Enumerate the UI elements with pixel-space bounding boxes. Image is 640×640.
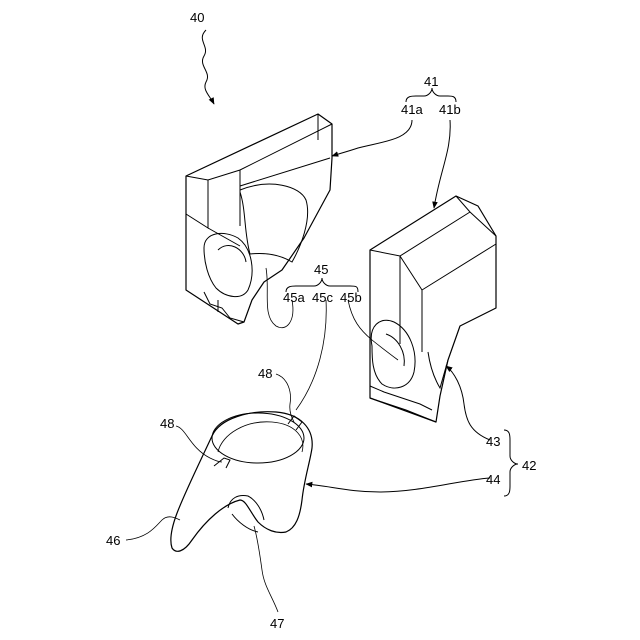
leader-45c bbox=[296, 300, 326, 410]
leader-40 bbox=[202, 30, 214, 104]
label-40: 40 bbox=[190, 10, 204, 25]
label-45c: 45c bbox=[312, 290, 333, 305]
leader-41b bbox=[434, 120, 450, 208]
label-41a: 41a bbox=[401, 102, 423, 117]
label-47: 47 bbox=[270, 616, 284, 631]
label-41b: 41b bbox=[439, 102, 461, 117]
label-43: 43 bbox=[486, 434, 500, 449]
part-41b-block bbox=[370, 196, 496, 422]
part-41a-block bbox=[186, 114, 332, 324]
label-45a: 45a bbox=[283, 290, 305, 305]
label-48-left: 48 bbox=[160, 416, 174, 431]
leader-44 bbox=[306, 478, 490, 492]
label-46: 46 bbox=[106, 533, 120, 548]
part-46-ring bbox=[171, 412, 312, 552]
label-44: 44 bbox=[486, 472, 500, 487]
label-41: 41 bbox=[424, 74, 438, 89]
leader-41a bbox=[332, 120, 412, 156]
label-45: 45 bbox=[314, 262, 328, 277]
label-48-top: 48 bbox=[258, 366, 272, 381]
label-42: 42 bbox=[522, 458, 536, 473]
leader-43 bbox=[446, 366, 490, 440]
brace-42 bbox=[504, 430, 518, 496]
leader-47 bbox=[254, 526, 278, 612]
label-45b: 45b bbox=[340, 290, 362, 305]
brace-41 bbox=[406, 88, 456, 102]
